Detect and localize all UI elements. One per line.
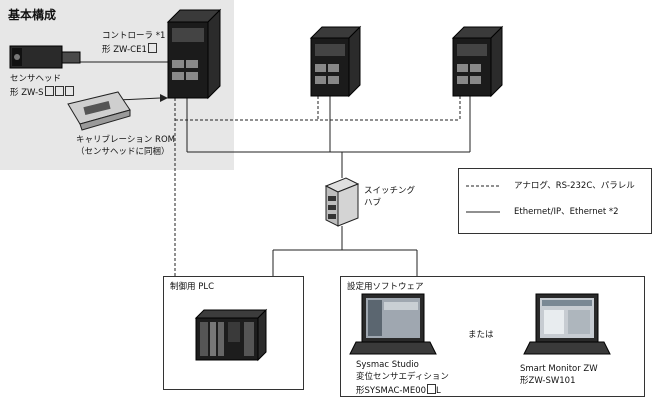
- controller-label-line1: コントローラ *1: [102, 31, 166, 41]
- calibration-rom-label-line2: （センサヘッドに同梱）: [76, 147, 170, 157]
- calibration-rom-label-line1: キャリブレーション ROM: [76, 135, 175, 145]
- smart-monitor-caption-line1: Smart Monitor ZW: [520, 364, 598, 374]
- legend-dashed-label: アナログ、RS-232C、パラレル: [514, 181, 635, 191]
- or-text: または: [468, 330, 494, 340]
- smart-monitor-caption-line2: 形ZW-SW101: [520, 376, 576, 386]
- switching-hub-label-line2: ハブ: [364, 198, 382, 208]
- sensor-head-label-line1: センサヘッド: [10, 74, 62, 84]
- legend-box: [458, 168, 652, 234]
- switching-hub-label-line1: スイッチング: [364, 186, 416, 196]
- section-title: 基本構成: [8, 8, 57, 22]
- plc-box-title: 制御用 PLC: [170, 282, 214, 292]
- controller-label-line2: 形 ZW-CE1: [102, 43, 157, 56]
- sysmac-caption-line2: 変位センサエディション: [356, 372, 449, 382]
- software-box-title: 設定用ソフトウェア: [347, 282, 424, 292]
- legend-solid-label: Ethernet/IP、Ethernet *2: [514, 207, 619, 217]
- sysmac-caption-line1: Sysmac Studio: [356, 360, 419, 370]
- sensor-head-label-line2: 形 ZW-S: [10, 86, 74, 99]
